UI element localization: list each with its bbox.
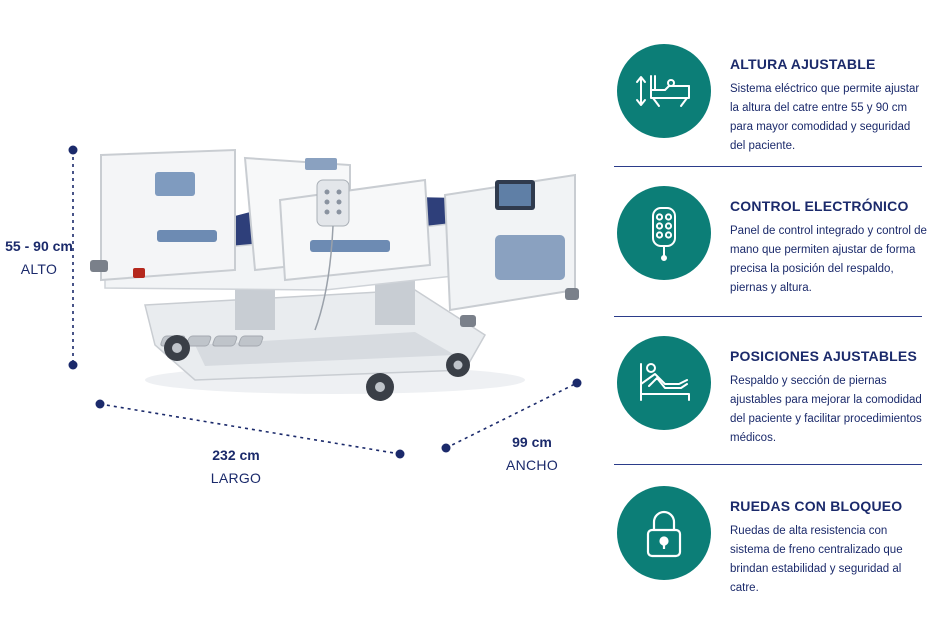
length-dimension-line bbox=[99, 403, 401, 455]
length-value: 232 cm bbox=[212, 447, 260, 463]
feature-altura-ajustable: ALTURA AJUSTABLE Sistema eléctrico que p… bbox=[614, 44, 924, 152]
dimension-endpoint bbox=[68, 145, 78, 155]
padlock-icon bbox=[646, 510, 682, 558]
height-value: 55 - 90 cm bbox=[5, 238, 73, 254]
dimension-lines bbox=[68, 145, 582, 459]
feature-posiciones-ajustables: POSICIONES AJUSTABLES Respaldo y sección… bbox=[614, 336, 924, 444]
divider bbox=[614, 166, 922, 167]
feature-control-electronico: CONTROL ELECTRÓNICO Panel de control int… bbox=[614, 186, 927, 294]
feature-icon-circle bbox=[617, 486, 711, 580]
feature-description: Sistema eléctrico que permite ajustar la… bbox=[730, 83, 920, 152]
remote-control-icon bbox=[652, 207, 676, 261]
hospital-bed-illustration bbox=[90, 148, 579, 401]
width-value: 99 cm bbox=[512, 434, 552, 450]
divider bbox=[614, 316, 922, 317]
dimension-endpoint bbox=[68, 360, 78, 370]
feature-description: Ruedas de alta resistencia con sistema d… bbox=[730, 525, 903, 594]
dimension-endpoint bbox=[395, 449, 405, 459]
length-name: LARGO bbox=[210, 470, 262, 486]
feature-icon-circle bbox=[617, 336, 711, 430]
feature-title: ALTURA AJUSTABLE bbox=[730, 56, 876, 72]
feature-description: Respaldo y sección de piernas ajustables… bbox=[730, 375, 922, 444]
width-dimension: 99 cm ANCHO bbox=[500, 434, 564, 473]
feature-title: RUEDAS CON BLOQUEO bbox=[730, 498, 903, 514]
dimension-endpoint bbox=[441, 443, 451, 453]
feature-description: Panel de control integrado y control de … bbox=[730, 225, 927, 294]
height-dimension: 55 - 90 cm ALTO bbox=[0, 238, 78, 277]
wheel-icon bbox=[164, 335, 190, 361]
feature-icon-circle bbox=[617, 44, 711, 138]
height-name: ALTO bbox=[20, 261, 58, 277]
width-name: ANCHO bbox=[505, 457, 559, 473]
divider bbox=[614, 464, 922, 465]
reclined-patient-icon bbox=[640, 363, 690, 401]
feature-icon-circle bbox=[617, 186, 711, 280]
dimension-endpoint bbox=[95, 399, 105, 409]
adjustable-height-bed-icon bbox=[636, 75, 690, 107]
length-dimension: 232 cm LARGO bbox=[196, 447, 276, 486]
dimension-endpoint bbox=[572, 378, 582, 388]
feature-title: POSICIONES AJUSTABLES bbox=[730, 348, 918, 364]
feature-title: CONTROL ELECTRÓNICO bbox=[730, 198, 909, 214]
feature-ruedas-con-bloqueo: RUEDAS CON BLOQUEO Ruedas de alta resist… bbox=[614, 486, 924, 594]
width-dimension-line bbox=[445, 382, 578, 449]
